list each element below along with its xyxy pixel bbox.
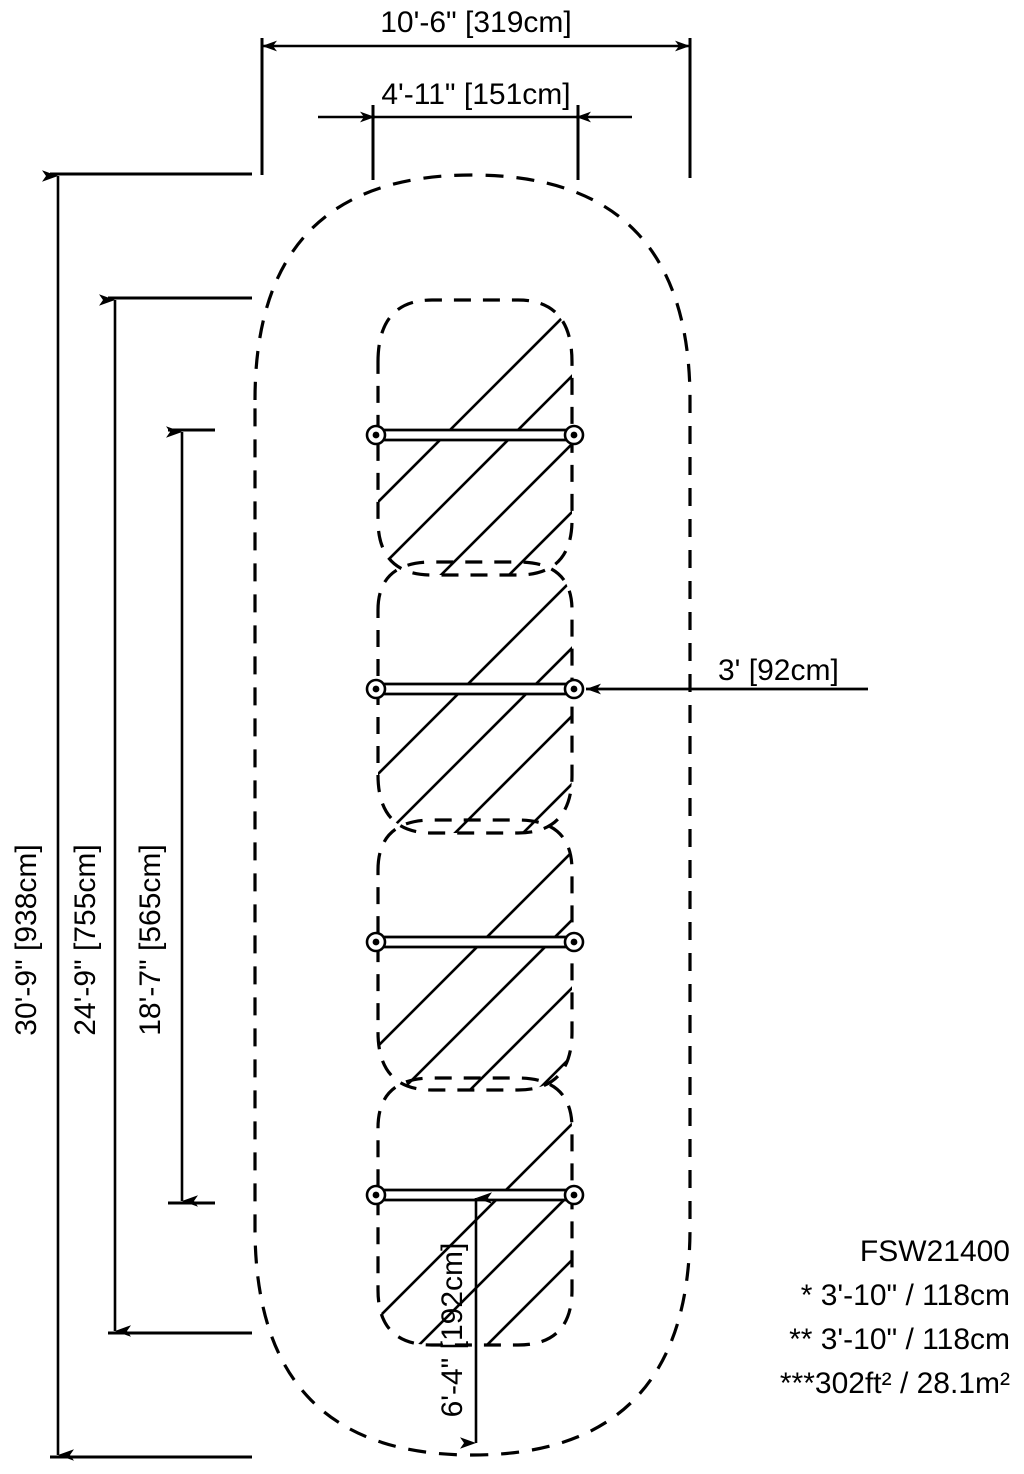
dimension-inner-width: [318, 105, 632, 180]
note-line-2: ** 3'-10" / 118cm: [789, 1323, 1010, 1356]
dimension-label-overall-width: 10'-6" [319cm]: [380, 6, 571, 39]
dimension-overall-width: [260, 38, 692, 178]
climber-segment-1: [376, 298, 574, 577]
dimension-middle-height: [99, 294, 252, 1337]
rung-1: [365, 424, 585, 446]
note-line-1: * 3'-10" / 118cm: [801, 1279, 1010, 1312]
dimension-label-side-clearance: 3' [92cm]: [718, 654, 839, 687]
hatch-segment-1: [378, 300, 572, 575]
dimension-label-overall-height: 30'-9" [938cm]: [10, 844, 43, 1035]
rung-3: [365, 931, 585, 953]
safety-zone-outline: [253, 173, 692, 1457]
rung-2: [365, 678, 585, 700]
title-block: FSW21400 * 3'-10" / 118cm ** 3'-10" / 11…: [780, 1235, 1010, 1400]
climber-structure: [365, 298, 585, 1347]
dimension-label-middle-height: 24'-9" [755cm]: [69, 844, 102, 1035]
dimension-label-bottom-clearance: 6'-4" [192cm]: [436, 1243, 469, 1418]
dimension-label-inner-height: 18'-7" [565cm]: [134, 844, 167, 1035]
note-line-3: ***302ft² / 28.1m²: [780, 1367, 1010, 1400]
dimension-label-inner-width: 4'-11" [151cm]: [381, 78, 570, 111]
climber-segment-3: [376, 818, 574, 1092]
hatch-segment-2: [378, 562, 572, 833]
dimension-overall-height: [42, 170, 252, 1461]
climber-segment-2: [376, 560, 574, 835]
model-number: FSW21400: [860, 1235, 1010, 1268]
dimension-inner-height: [166, 426, 215, 1207]
